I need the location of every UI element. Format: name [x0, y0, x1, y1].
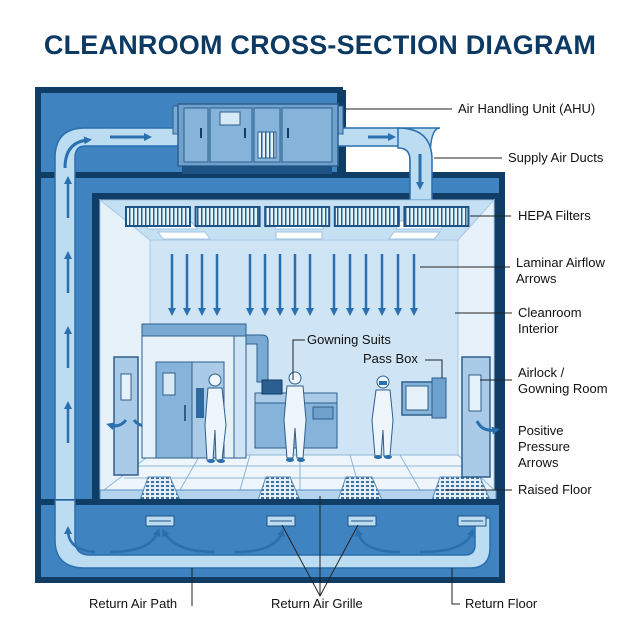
person-3: [371, 375, 394, 459]
label-cleanroom-interior: Cleanroom Interior: [518, 305, 582, 337]
label-airlock-line1: Airlock /: [518, 365, 565, 380]
ceiling-light: [157, 231, 211, 240]
exhaust-duct: [245, 334, 269, 383]
label-positive-line2: Pressure: [518, 439, 571, 454]
ahu-vent-icon: [257, 131, 277, 159]
return-air-arrow: [354, 528, 401, 554]
label-raised-floor: Raised Floor: [518, 482, 592, 497]
floor-grille: [431, 476, 491, 501]
pass-box: [401, 377, 447, 419]
label-pass-box: Pass Box: [363, 351, 418, 366]
hepa-filter: [333, 206, 400, 227]
label-positive-line3: Arrows: [518, 455, 559, 470]
gowning-suit-people: [204, 371, 394, 463]
laminar-airflow-arrows: [168, 254, 418, 316]
duct-arrow-curve: [63, 136, 92, 169]
label-return-air-path: Return Air Path: [89, 596, 178, 611]
hepa-filter: [264, 206, 331, 227]
return-plenum: [35, 499, 505, 583]
air-handling-unit: [172, 103, 344, 174]
duct-arrows: [63, 133, 424, 190]
hepa-filters: [125, 206, 470, 227]
gowning-room: [141, 323, 269, 459]
label-positive-pressure: Positive Pressure Arrows: [518, 423, 570, 471]
label-return-air-grille: Return Air Grille: [271, 596, 363, 611]
return-air-arrow: [234, 528, 285, 554]
label-laminar-line1: Laminar Airflow: [516, 255, 605, 270]
ahu-panel: [281, 107, 333, 163]
label-interior-line2: Interior: [518, 321, 559, 336]
leader-lines: [191, 108, 512, 606]
ahu-panel: [183, 107, 209, 163]
label-gowning-suits: Gowning Suits: [307, 332, 391, 347]
label-return-floor: Return Floor: [465, 596, 538, 611]
positive-pressure-arrow: [106, 419, 128, 430]
right-airlock-door: [461, 356, 500, 478]
label-ahu: Air Handling Unit (AHU): [458, 101, 596, 116]
person-2: [283, 371, 307, 462]
return-air-arrows: [64, 526, 475, 554]
hepa-filter: [194, 206, 261, 227]
positive-pressure-arrow: [475, 420, 500, 435]
return-air-arrow: [162, 528, 216, 554]
label-hepa-filters: HEPA Filters: [518, 208, 591, 223]
return-air-grilles: [145, 515, 487, 527]
return-air-arrow: [419, 528, 475, 554]
ahu-window: [219, 111, 241, 126]
label-laminar-line2: Arrows: [516, 271, 557, 286]
diagram-title: CLEANROOM CROSS-SECTION DIAGRAM: [43, 30, 597, 60]
hepa-filter: [125, 206, 191, 227]
ceiling-light: [388, 231, 442, 240]
monitor: [261, 379, 283, 395]
left-airlock-door: [106, 356, 154, 476]
label-laminar-airflow: Laminar Airflow Arrows: [516, 255, 605, 287]
label-positive-line1: Positive: [518, 423, 564, 438]
hepa-filter: [403, 206, 470, 227]
label-supply-ducts: Supply Air Ducts: [508, 150, 604, 165]
label-airlock: Airlock / Gowning Room: [518, 365, 608, 397]
person-1: [204, 373, 227, 463]
return-air-arrow: [64, 526, 96, 554]
return-air-arrow: [109, 528, 161, 554]
label-interior-line1: Cleanroom: [518, 305, 582, 320]
label-airlock-line2: Gowning Room: [518, 381, 608, 396]
hanging-suit: [196, 388, 204, 418]
ceiling-light: [275, 231, 323, 240]
